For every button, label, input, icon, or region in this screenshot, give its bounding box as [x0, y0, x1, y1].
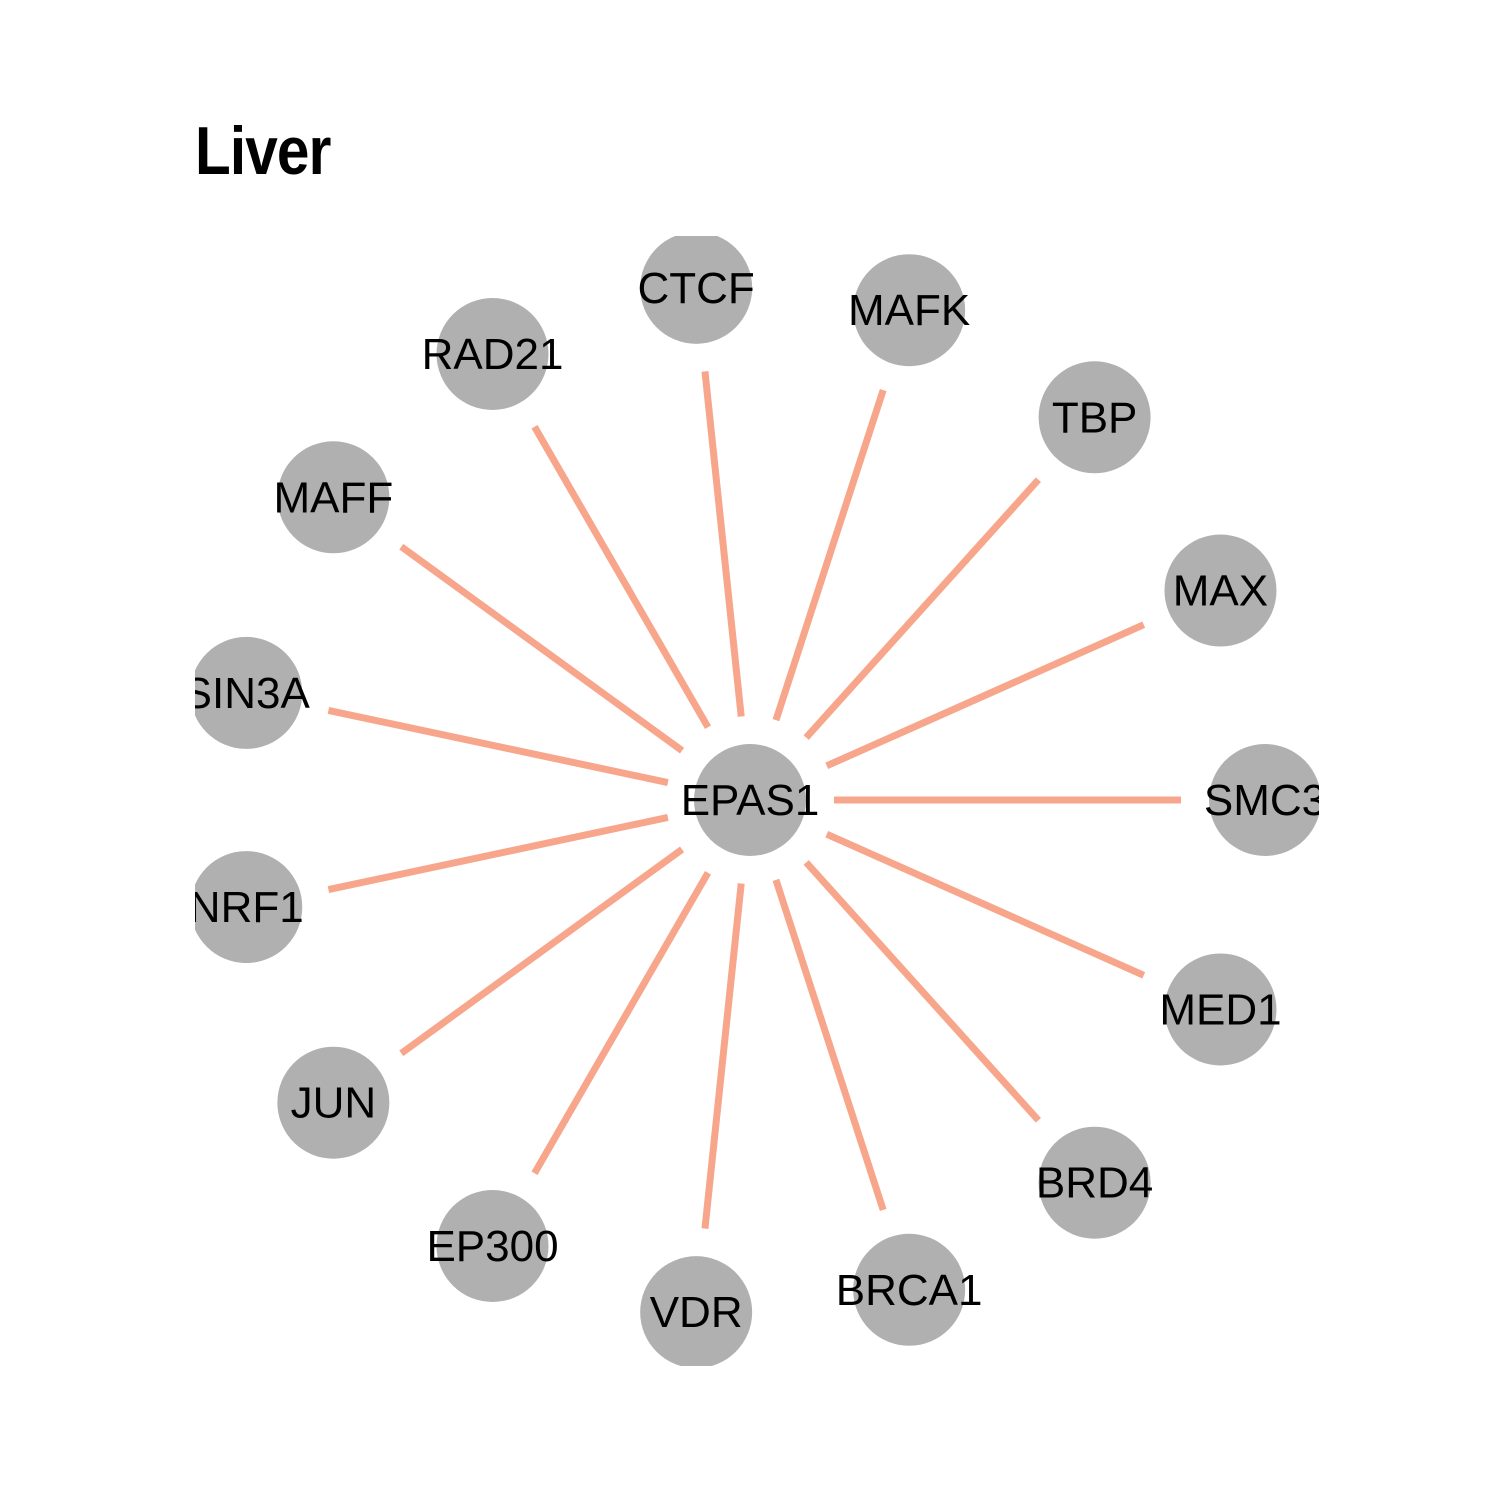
- node-label: MAFF: [273, 473, 393, 522]
- edge-epas1-max: [825, 621, 1146, 770]
- node-max: MAX: [1164, 534, 1277, 647]
- node-jun: JUN: [277, 1046, 390, 1159]
- chart-title: Liver: [195, 113, 331, 189]
- edge-epas1-mafk: [772, 389, 887, 722]
- edge-epas1-sin3a: [327, 706, 669, 786]
- node-label: NRF1: [189, 883, 304, 932]
- node-circle: [277, 441, 390, 554]
- node-label: CTCF: [638, 264, 755, 313]
- node-vdr: VDR: [640, 1256, 753, 1366]
- edge-epas1-jun: [399, 846, 685, 1057]
- node-label: TBP: [1052, 393, 1138, 442]
- node-circle: [1164, 534, 1277, 647]
- node-label: MED1: [1159, 985, 1281, 1034]
- node-brca1: BRCA1: [836, 1233, 983, 1346]
- node-rad21: RAD21: [422, 297, 564, 410]
- edge-epas1-maff: [399, 543, 685, 754]
- node-smc3: SMC3: [1204, 744, 1326, 856]
- edge-epas1-brca1: [772, 878, 887, 1211]
- node-circle: [1209, 744, 1319, 856]
- node-circle: [853, 254, 966, 367]
- node-label: EPAS1: [681, 776, 820, 825]
- node-label: JUN: [291, 1079, 377, 1128]
- node-mafk: MAFK: [848, 254, 970, 367]
- node-ctcf: CTCF: [638, 236, 755, 344]
- node-label: BRD4: [1036, 1159, 1153, 1208]
- edges-layer: [327, 370, 1181, 1230]
- node-circle: [436, 1190, 549, 1303]
- node-label: RAD21: [422, 330, 564, 379]
- edge-epas1-tbp: [803, 477, 1041, 740]
- node-label: BRCA1: [836, 1266, 983, 1315]
- node-label: MAFK: [848, 286, 970, 335]
- node-circle: [1164, 953, 1277, 1066]
- node-ep300: EP300: [426, 1190, 559, 1303]
- node-nrf1: NRF1: [189, 851, 304, 964]
- node-epas1: EPAS1: [681, 744, 820, 856]
- edge-epas1-med1: [825, 830, 1146, 979]
- node-circle: [640, 236, 753, 344]
- edge-epas1-vdr: [701, 883, 745, 1230]
- node-brd4: BRD4: [1036, 1126, 1153, 1239]
- node-label: VDR: [650, 1288, 743, 1337]
- edge-epas1-rad21: [531, 424, 712, 730]
- edge-epas1-brd4: [803, 860, 1041, 1123]
- node-circle: [853, 1233, 966, 1346]
- node-circle: [1038, 361, 1151, 474]
- node-sin3a: SIN3A: [183, 636, 311, 749]
- node-label: SIN3A: [183, 669, 311, 718]
- edge-epas1-ep300: [531, 870, 712, 1176]
- node-circle: [277, 1046, 390, 1159]
- node-label: EP300: [426, 1222, 558, 1271]
- node-circle: [1038, 1126, 1151, 1239]
- node-label: SMC3: [1204, 776, 1326, 825]
- node-circle: [436, 297, 549, 410]
- edge-epas1-nrf1: [327, 814, 669, 894]
- node-tbp: TBP: [1038, 361, 1151, 474]
- node-circle: [195, 636, 303, 749]
- node-label: MAX: [1173, 567, 1268, 616]
- edge-epas1-ctcf: [701, 370, 745, 717]
- node-circle: [694, 744, 806, 856]
- node-maff: MAFF: [273, 441, 393, 554]
- node-med1: MED1: [1159, 953, 1282, 1066]
- node-circle: [195, 851, 303, 964]
- node-circle: [640, 1256, 753, 1366]
